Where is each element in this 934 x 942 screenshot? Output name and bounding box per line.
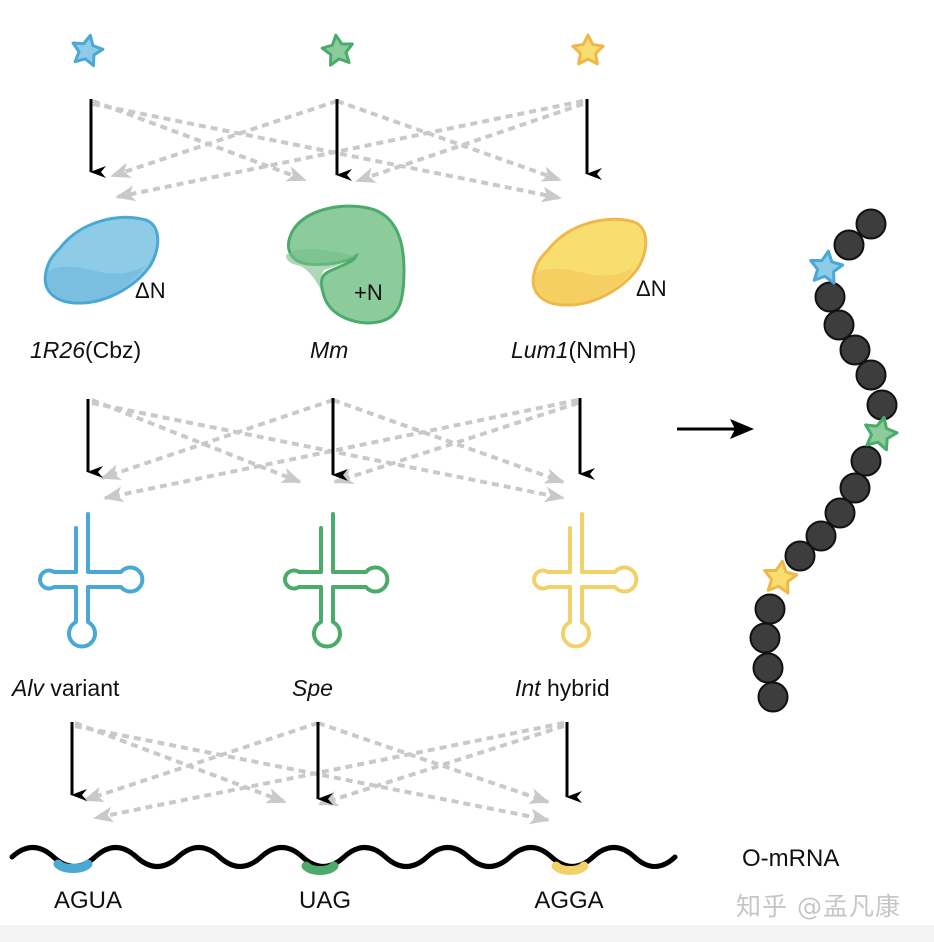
amino-acid-bead xyxy=(833,229,865,261)
enzyme-blob-green xyxy=(286,204,406,325)
dashed-arrow xyxy=(317,721,550,804)
trna-name-italic: Alv xyxy=(12,675,44,701)
trna-label-blue: Alv variant xyxy=(12,675,119,702)
trna-name-italic: Spe xyxy=(292,675,333,701)
yellow-star-icon xyxy=(763,559,799,595)
amino-acid-bead xyxy=(823,309,855,341)
codon-highlight-yellow xyxy=(551,861,589,875)
yellow-star-icon xyxy=(571,33,605,66)
enzyme-modifier-green: +N xyxy=(354,280,383,305)
enzyme-name-plain: (Cbz) xyxy=(84,337,142,363)
dashed-arrow xyxy=(100,398,334,480)
codon-label-green: UAG xyxy=(298,887,352,914)
arrows-enzymes-to-trnas xyxy=(86,398,595,503)
trna-icon-blue xyxy=(38,512,145,649)
amino-acid-bead xyxy=(784,540,816,572)
mrna-label: O-mRNA xyxy=(742,845,840,872)
trna-icon-green xyxy=(283,512,390,649)
codon-highlight-blue xyxy=(53,859,93,873)
enzyme-blob-blue xyxy=(43,215,160,305)
amino-acid-bead xyxy=(814,281,846,313)
trna-name-plain: hybrid xyxy=(540,675,610,701)
codon-label-yellow: AGGA xyxy=(534,887,604,914)
product-arrow-head xyxy=(730,419,754,439)
arrows-trnas-to-mrna xyxy=(70,721,582,825)
dashed-arrow xyxy=(355,102,584,183)
amino-acid-bead xyxy=(855,208,887,240)
enzyme-label-blue: 1R26(Cbz) xyxy=(30,337,141,364)
dashed-arrow xyxy=(74,721,287,804)
trna-name-plain: variant xyxy=(43,675,120,701)
trna-label-green: Spe xyxy=(292,675,333,702)
amino-acid-bead xyxy=(749,622,781,654)
amino-acid-bead xyxy=(824,497,856,529)
dashed-arrow xyxy=(332,398,565,484)
dashed-arrow xyxy=(91,398,302,484)
green-star-icon xyxy=(864,416,899,452)
dashed-arrow xyxy=(333,401,579,485)
amino-acid-bead xyxy=(805,520,837,552)
blue-star-icon xyxy=(809,249,845,285)
dashed-arrow xyxy=(115,99,584,202)
dashed-arrow xyxy=(110,99,338,178)
blue-star-icon xyxy=(71,33,105,68)
polypeptide-chain xyxy=(749,208,899,713)
dashed-arrow xyxy=(92,102,562,203)
dashed-arrow xyxy=(318,724,565,807)
enzyme-blob-yellow xyxy=(531,217,648,307)
enzyme-name-italic: Lum1 xyxy=(511,337,569,363)
dashed-arrow xyxy=(93,721,565,823)
enzyme-name-italic: Mm xyxy=(310,337,349,363)
enzyme-label-yellow: Lum1(NmH) xyxy=(511,337,636,364)
amino-acid-bead xyxy=(754,593,786,625)
trna-icon-yellow xyxy=(532,512,639,649)
dashed-arrow xyxy=(83,721,319,802)
footer-band xyxy=(0,925,934,942)
trna-label-yellow: Int hybrid xyxy=(515,675,610,702)
amino-acid-bead xyxy=(855,359,887,391)
trna-name-italic: Int xyxy=(515,675,541,701)
codon-label-blue: AGUA xyxy=(53,887,123,914)
codon-highlight-green xyxy=(301,861,339,875)
arrows-stars-to-enzymes xyxy=(89,99,602,203)
dashed-arrow xyxy=(336,99,562,182)
amino-acid-bead xyxy=(866,389,898,421)
enzyme-name-plain: (NmH) xyxy=(568,337,637,363)
amino-acid-bead xyxy=(839,334,871,366)
mrna-strand xyxy=(9,845,678,875)
enzyme-modifier-yellow: ΔN xyxy=(636,276,667,301)
enzyme-name-italic: 1R26 xyxy=(30,337,85,363)
watermark: 知乎 @孟凡康 xyxy=(736,892,901,921)
enzyme-modifier-blue: ΔN xyxy=(135,278,166,303)
enzyme-label-green: Mm xyxy=(310,337,348,364)
amino-acid-bead xyxy=(839,472,871,504)
amino-acid-bead xyxy=(757,681,789,713)
green-star-icon xyxy=(320,33,354,67)
amino-acid-bead xyxy=(850,445,882,477)
dashed-arrow xyxy=(103,398,579,503)
amino-acid-bead xyxy=(752,652,784,684)
dashed-arrow xyxy=(92,99,307,182)
